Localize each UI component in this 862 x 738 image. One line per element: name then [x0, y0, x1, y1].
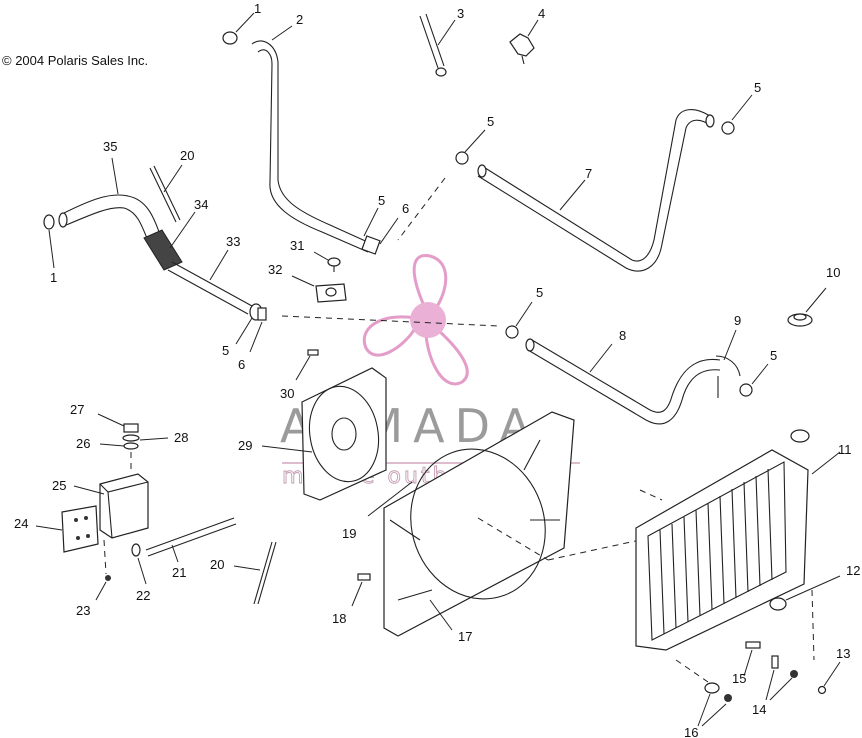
callout-13: 13 — [836, 646, 850, 661]
callout-6: 6 — [402, 201, 409, 216]
callout-19: 19 — [342, 526, 356, 541]
callout-18: 18 — [332, 611, 346, 626]
callout-35: 35 — [103, 139, 117, 154]
callout-5: 5 — [378, 193, 385, 208]
pipe-33 — [167, 249, 253, 315]
callout-32: 32 — [268, 262, 282, 277]
plug-12 — [769, 575, 841, 611]
bolt-20-bottom — [233, 541, 277, 605]
radiator-fins — [659, 468, 773, 635]
callout-34: 34 — [194, 197, 208, 212]
hose-7 — [477, 94, 753, 272]
hose-21 — [145, 517, 237, 563]
callout-20: 20 — [180, 148, 194, 163]
bolt-20-top — [149, 164, 183, 223]
callout-16: 16 — [684, 725, 698, 738]
callout-15: 15 — [732, 671, 746, 686]
cap-27-28-26 — [97, 413, 169, 474]
callout-5: 5 — [222, 343, 229, 358]
fan-assembly-29 — [261, 367, 387, 501]
cap-10 — [787, 287, 827, 327]
callout-17: 17 — [458, 629, 472, 644]
callout-33: 33 — [226, 234, 240, 249]
clamp-1-top — [222, 12, 255, 45]
fastener-14 — [765, 655, 798, 701]
callout-10: 10 — [826, 265, 840, 280]
screw-13 — [817, 661, 841, 695]
screw-23 — [95, 539, 111, 601]
screw-15 — [743, 641, 761, 677]
hose-34 — [143, 211, 196, 271]
retainer-4 — [509, 19, 539, 65]
callout-5: 5 — [754, 80, 761, 95]
callout-26: 26 — [76, 436, 90, 451]
callout-28: 28 — [174, 430, 188, 445]
clamp-5-a — [397, 129, 486, 241]
callout-11: 11 — [838, 442, 852, 457]
hose-8 — [525, 338, 721, 425]
callout-5: 5 — [770, 348, 777, 363]
clamp-5-c — [505, 301, 533, 339]
bolt-3 — [419, 13, 456, 77]
callout-24: 24 — [14, 516, 28, 531]
callout-1: 1 — [50, 270, 57, 285]
clamp-5-b — [363, 207, 399, 245]
reservoir-25 — [73, 473, 149, 539]
callout-8: 8 — [619, 328, 626, 343]
callout-3: 3 — [457, 6, 464, 21]
clamp-22 — [131, 543, 147, 585]
clamp-5-d — [739, 363, 769, 397]
callout-22: 22 — [136, 588, 150, 603]
hose-35 — [58, 157, 163, 247]
callout-14: 14 — [752, 702, 766, 717]
shroud-17 — [367, 411, 663, 637]
callout-12: 12 — [846, 563, 860, 578]
callout-21: 21 — [172, 565, 186, 580]
bracket-24 — [35, 505, 99, 553]
callout-5: 5 — [487, 114, 494, 129]
callout-27: 27 — [70, 402, 84, 417]
hose-9 — [715, 329, 741, 398]
copyright-notice: © 2004 Polaris Sales Inc. — [2, 53, 149, 68]
screw-31 — [313, 251, 341, 272]
clamp-5-6-left — [235, 303, 501, 353]
callout-31: 31 — [290, 238, 304, 253]
callout-30: 30 — [280, 386, 294, 401]
screw-18 — [351, 573, 371, 607]
clamp-1-left — [43, 214, 55, 269]
grommet-16 — [675, 659, 732, 727]
callout-29: 29 — [238, 438, 252, 453]
screw-30 — [295, 349, 319, 381]
radiator-11 — [635, 429, 841, 661]
callout-7: 7 — [585, 166, 592, 181]
callout-5: 5 — [536, 285, 543, 300]
callout-1: 1 — [254, 1, 261, 16]
propeller-icon — [362, 253, 469, 386]
callout-20: 20 — [210, 557, 224, 572]
callout-23: 23 — [76, 603, 90, 618]
callout-4: 4 — [538, 6, 545, 21]
callout-2: 2 — [296, 12, 303, 27]
hose-2 — [251, 25, 381, 255]
callout-6: 6 — [238, 357, 245, 372]
callout-9: 9 — [734, 313, 741, 328]
callout-labels: 1 2 3 4 5 5 7 35 20 34 5 6 33 31 32 1 10… — [14, 1, 860, 738]
grommet-32 — [291, 275, 347, 303]
callout-25: 25 — [52, 478, 66, 493]
